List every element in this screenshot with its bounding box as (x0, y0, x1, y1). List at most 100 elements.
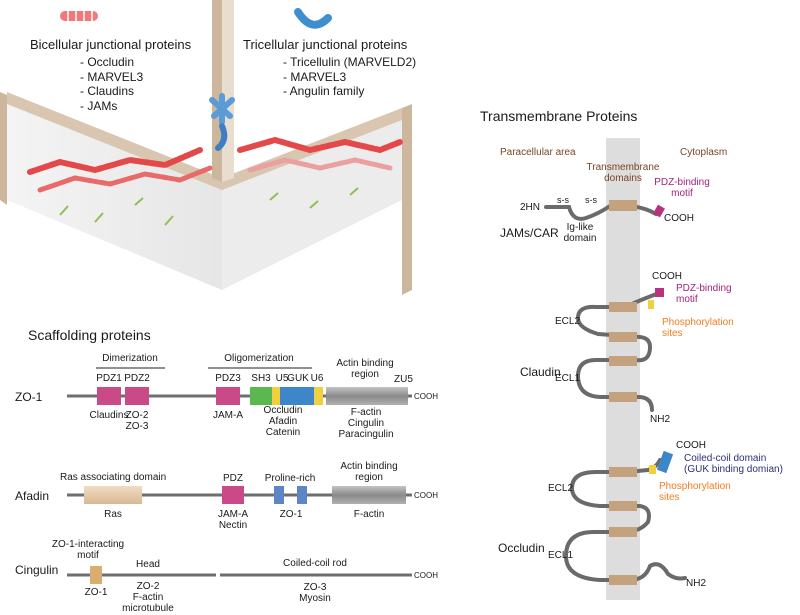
partner-label: JAM-A (218, 509, 248, 520)
afadin-proline-label: Proline-rich (264, 473, 316, 484)
bicellular-list: - Occludin - MARVEL3 - Claudins - JAMs (80, 55, 143, 113)
far-left-membrane (0, 92, 7, 205)
partner-label: F-actin (132, 592, 164, 603)
occludin-ecl1-label: ECL1 (548, 550, 574, 561)
afadin-pdz-domain (222, 486, 244, 504)
afadin-proline-block-1 (274, 486, 284, 504)
ig-line: domain (563, 233, 597, 244)
bicellular-strand-1 (27, 147, 203, 175)
zo1-pdz2-label: PDZ2 (124, 373, 150, 384)
tricellular-item: - Angulin family (283, 84, 365, 98)
partner-label: Afadin (268, 416, 298, 427)
coil-line: (GUK binding domian) (684, 464, 783, 475)
tricellular-item: - Tricellulin (MARVELD2) (283, 55, 417, 69)
occludin-structure (563, 450, 687, 585)
coil-line: Coiled-coil domain (684, 453, 767, 464)
partner-label: ZO-2 (125, 410, 149, 421)
phospho-line: Phosphorylation (662, 317, 734, 328)
zo1-u6-domain (314, 387, 323, 405)
zo1-guk-label: GUK (287, 373, 309, 384)
afadin-actin-binding-region (332, 486, 406, 504)
tricellular-complex (209, 93, 235, 151)
occludin-tm-segment-3 (609, 527, 637, 537)
partner-label: microtubule (122, 603, 174, 614)
afadin-cooh-label: COOH (414, 491, 438, 500)
zo1-u6-label: U6 (310, 373, 324, 384)
claudin-tm-segment-2 (609, 332, 637, 342)
claudin-structure (575, 288, 664, 412)
jams-pdz-motif-label: PDZ-binding motif (654, 177, 710, 199)
occludin-n-terminus: NH2 (686, 578, 707, 589)
membrane-band (606, 138, 640, 600)
zo1-diagram (67, 367, 412, 405)
cingulin-motif-line: motif (77, 550, 99, 561)
zo1-pdz2-domain (125, 387, 149, 405)
transmembrane-title: Transmembrane Proteins (480, 108, 638, 124)
afadin-ras-domain-label: Ras associating domain (60, 472, 167, 483)
bicellular-title: Bicellular junctional proteins (30, 37, 192, 52)
occludin-tm-segment-4 (609, 575, 637, 585)
afadin-diagram (67, 486, 412, 504)
partner-label: Paracingulin (338, 429, 394, 440)
right-cell-wall (222, 112, 402, 290)
transmembrane-diagram (544, 138, 687, 600)
partner-label: Myosin (299, 593, 331, 604)
zo1-pdz3-label: PDZ3 (215, 373, 241, 384)
partner-label: F-actin (350, 407, 382, 418)
left-cell-wall (7, 95, 222, 290)
tricellular-title: Tricellular junctional proteins (243, 37, 408, 52)
zo1-actin-region-label: Actin binding region (336, 358, 393, 380)
claudin-phospho-block (648, 300, 654, 309)
pdz-motif-line: motif (676, 294, 698, 305)
occludin-c-terminus: COOH (676, 440, 706, 451)
jams-c-terminus: COOH (664, 213, 694, 224)
zo1-pdz1-label: PDZ1 (96, 373, 122, 384)
afadin-actin-region-line: region (355, 472, 383, 483)
pdz-motif-line: motif (671, 188, 693, 199)
afadin-name: Afadin (15, 489, 50, 503)
far-right-membrane (402, 104, 412, 295)
cingulin-zo1-motif (90, 566, 102, 584)
zo1-dimerization-label: Dimerization (102, 353, 158, 364)
afadin-proline-block-2 (297, 486, 307, 504)
afadin-pdz-label: PDZ (223, 473, 243, 484)
occludin-tm-segment-1 (609, 467, 637, 477)
claudin-name: Claudin (520, 365, 561, 379)
afadin-ras-domain (84, 486, 142, 504)
cingulin-motif-line: ZO-1-interacting (51, 539, 125, 550)
zo1-oligomerization-label: Oligomerization (224, 353, 294, 364)
zo1-pdz1-domain (97, 387, 121, 405)
tricellular-list: - Tricellulin (MARVELD2) - MARVEL3 - Ang… (283, 55, 416, 99)
cell-junction-illustration (0, 0, 412, 295)
tm-line: Transmembrane (586, 162, 660, 173)
tricellular-protein-icon (294, 8, 332, 29)
jams-ss-2: s-s (585, 195, 597, 205)
partner-label: ZO-3 (303, 582, 327, 593)
cingulin-cooh-label: COOH (414, 571, 438, 580)
claudin-tm-segment-4 (609, 392, 637, 402)
zo1-actin-region-line: Actin binding (336, 358, 394, 369)
partner-label: JAM-A (213, 410, 243, 421)
jams-ig-like-label: Ig-like domain (564, 222, 597, 244)
left-cell-membrane (212, 0, 222, 182)
zo1-pdz1-partners: Claudins (90, 410, 129, 421)
zo1-name: ZO-1 (15, 390, 43, 404)
claudin-c-terminus: COOH (652, 271, 682, 282)
claudin-ecl2-label: ECL2 (555, 316, 581, 327)
tm-line: domains (604, 173, 642, 184)
afadin-actin-partner: F-actin (353, 509, 385, 520)
bicellular-item: - Occludin (80, 55, 135, 69)
afadin-actin-region-label: Actin binding region (340, 461, 397, 483)
claudin-phospho-label: Phosphorylation sites (662, 317, 734, 339)
zo1-pdz2-partners: ZO-2 ZO-3 (126, 410, 149, 432)
claudin-ecl1-label: ECL1 (555, 373, 581, 384)
ig-line: Ig-like (566, 222, 594, 233)
partner-label: Cingulin (347, 418, 385, 429)
jams-pdz-motif-block (653, 204, 665, 218)
actin-filaments (59, 187, 359, 226)
cingulin-motif-label: ZO-1-interacting motif (52, 539, 124, 561)
zo1-pdz3-domain (216, 387, 240, 405)
claudin-tm-segment-3 (609, 356, 637, 366)
phospho-line: sites (662, 328, 683, 339)
